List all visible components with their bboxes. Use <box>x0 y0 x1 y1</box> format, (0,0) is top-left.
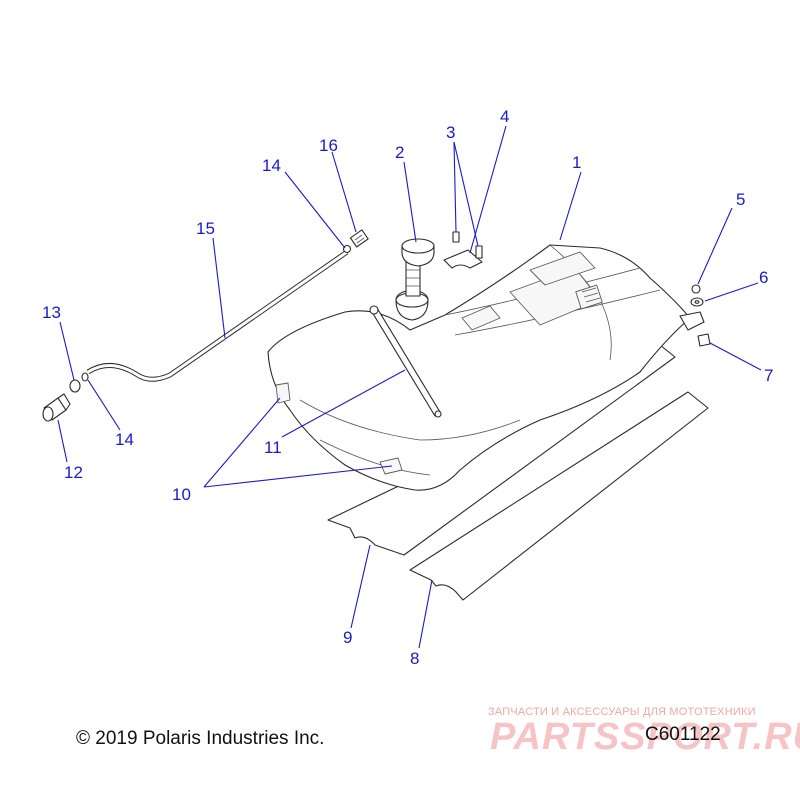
callout-12: 12 <box>64 463 83 482</box>
callout-11: 11 <box>264 438 282 457</box>
watermark-logo: PARTSSPORT.RU <box>490 716 800 758</box>
grommet-7 <box>697 333 711 347</box>
clamp-14-upper <box>342 244 352 254</box>
callout-8: 8 <box>410 649 419 668</box>
clamp-13 <box>69 379 81 393</box>
callout-5: 5 <box>736 190 745 209</box>
callout-13: 13 <box>42 303 61 322</box>
heat-shield-pad-8 <box>409 391 709 601</box>
callout-10: 10 <box>172 485 191 504</box>
fuel-cap <box>401 238 435 267</box>
callout-15: 15 <box>196 219 215 238</box>
callout-7: 7 <box>764 366 773 385</box>
vent-filter-12 <box>42 393 71 422</box>
callout-4: 4 <box>500 107 509 126</box>
drawing-id: C601122 <box>645 724 721 745</box>
leader-lines <box>57 125 762 649</box>
fuel-tank <box>267 244 705 491</box>
callout-9: 9 <box>343 628 352 647</box>
vent-line <box>86 249 349 382</box>
watermark-tagline: ЗАПЧАСТИ И АКСЕССУАРЫ ДЛЯ МОТОТЕХНИКИ <box>488 706 756 718</box>
right-fasteners <box>690 284 711 347</box>
callout-3: 3 <box>446 123 455 142</box>
callout-6: 6 <box>759 268 768 287</box>
filler-neck <box>395 261 429 321</box>
callout-1: 1 <box>572 153 581 172</box>
callout-14-upper: 14 <box>262 156 281 175</box>
callout-2: 2 <box>395 143 404 162</box>
clamp-14-lower <box>81 372 89 382</box>
nut-5 <box>691 284 701 294</box>
tank-bracket <box>443 249 483 269</box>
copyright-notice: © 2019 Polaris Industries Inc. <box>76 728 325 749</box>
inline-fitting-16 <box>349 229 369 248</box>
callout-16: 16 <box>319 136 338 155</box>
callout-14-lower: 14 <box>115 430 134 449</box>
